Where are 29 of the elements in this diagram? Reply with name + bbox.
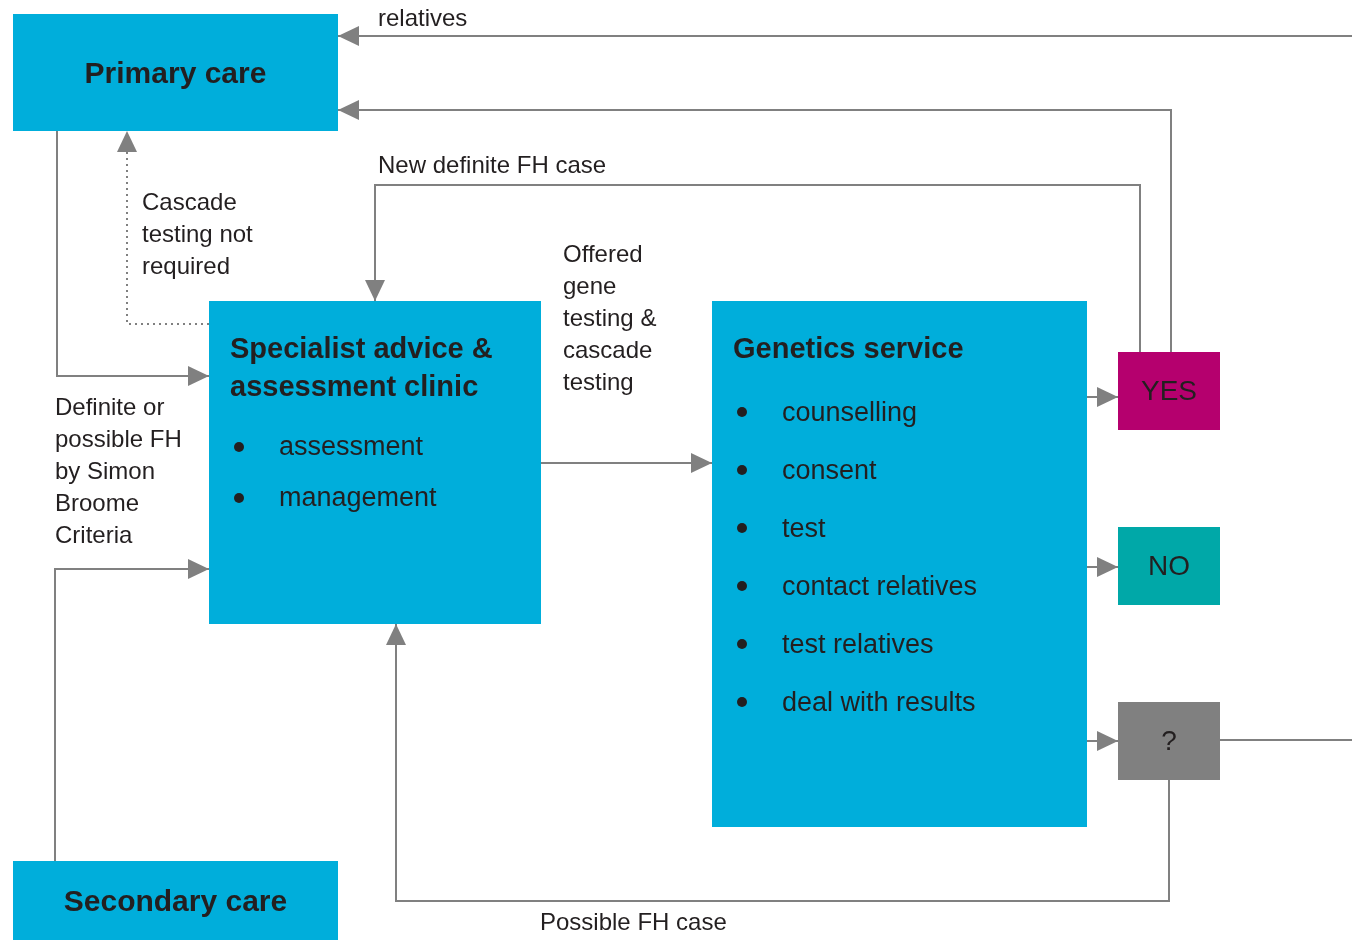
box-title: Genetics service	[733, 331, 965, 366]
dotted-arrow	[117, 130, 210, 325]
connector-line	[1219, 739, 1352, 741]
outcome-box: YES	[1118, 352, 1220, 430]
arrow	[365, 184, 1141, 353]
arrow	[386, 623, 1170, 902]
arrow	[337, 100, 1172, 353]
arrow	[1086, 387, 1119, 407]
arrow	[540, 453, 713, 473]
list-item: assessment	[279, 431, 424, 462]
list-item: test relatives	[782, 628, 934, 660]
process-box	[712, 301, 1087, 827]
arrow	[54, 559, 210, 862]
list-item: counselling	[782, 396, 918, 428]
arrow	[1086, 557, 1119, 577]
list-item: management	[279, 482, 437, 513]
process-box: Primary care	[13, 14, 338, 131]
arrow	[337, 26, 1352, 46]
outcome-box: ?	[1118, 702, 1220, 780]
list-item: contact relatives	[782, 570, 978, 602]
box-title: Specialist advice & assessment clinic	[230, 331, 494, 404]
process-box	[209, 301, 541, 624]
arrow	[56, 130, 210, 386]
outcome-box: NO	[1118, 527, 1220, 605]
process-box: Secondary care	[13, 861, 338, 940]
list-item: consent	[782, 454, 877, 486]
arrow	[1086, 731, 1119, 751]
list-item: deal with results	[782, 686, 976, 718]
list-item: test	[782, 512, 826, 544]
